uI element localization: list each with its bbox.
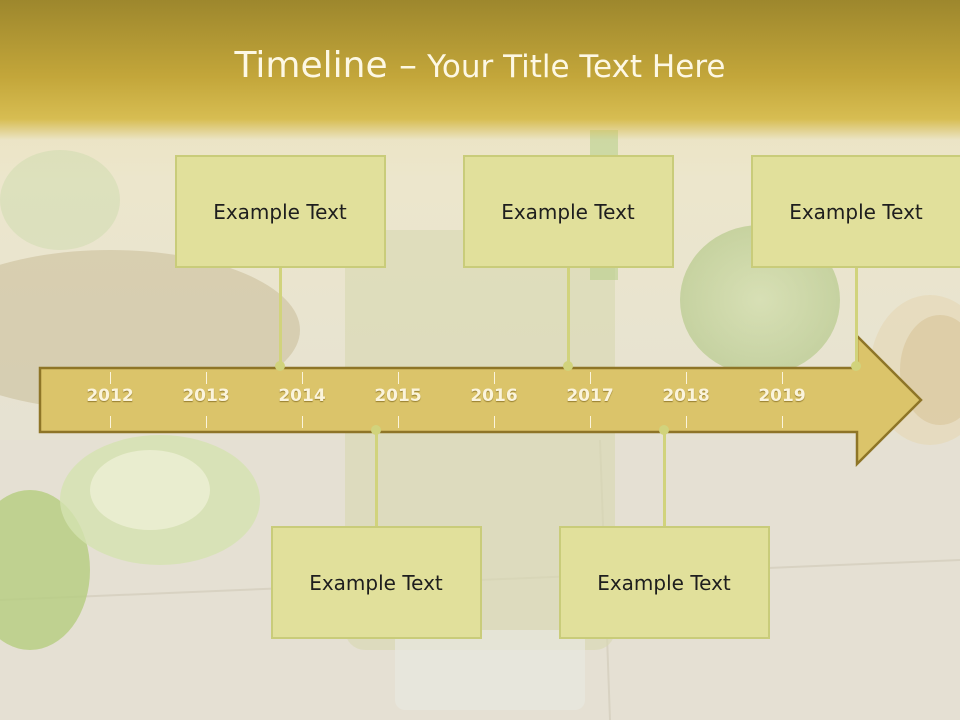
event-box-4[interactable]: Example Text xyxy=(558,526,770,639)
slide-title: Timeline – Your Title Text Here xyxy=(0,44,960,86)
title-main: Timeline – xyxy=(234,45,418,86)
year-tick-2019-bottom xyxy=(782,416,783,428)
year-tick-2015-top xyxy=(398,372,399,384)
year-tick-2016-bottom xyxy=(494,416,495,428)
event-box-5[interactable]: Example Text xyxy=(750,155,960,268)
year-tick-2012-top xyxy=(110,372,111,384)
year-label-2012: 2012 xyxy=(86,386,134,406)
year-tick-2018-bottom xyxy=(686,416,687,428)
year-tick-2013-top xyxy=(206,372,207,384)
year-tick-2012-bottom xyxy=(110,416,111,428)
event-connector-5 xyxy=(855,268,858,366)
event-dot-5 xyxy=(851,361,861,371)
year-label-2018: 2018 xyxy=(662,386,710,406)
year-tick-2014-bottom xyxy=(302,416,303,428)
year-label-2014: 2014 xyxy=(278,386,326,406)
event-box-2[interactable]: Example Text xyxy=(270,526,482,639)
event-connector-1 xyxy=(279,268,282,366)
year-tick-2014-top xyxy=(302,372,303,384)
year-tick-2019-top xyxy=(782,372,783,384)
event-connector-4 xyxy=(663,430,666,526)
year-tick-2013-bottom xyxy=(206,416,207,428)
event-box-3[interactable]: Example Text xyxy=(462,155,674,268)
event-dot-2 xyxy=(371,425,381,435)
event-dot-1 xyxy=(275,361,285,371)
event-box-1[interactable]: Example Text xyxy=(174,155,386,268)
event-dot-4 xyxy=(659,425,669,435)
year-tick-2016-top xyxy=(494,372,495,384)
year-tick-2015-bottom xyxy=(398,416,399,428)
event-connector-3 xyxy=(567,268,570,366)
year-label-2016: 2016 xyxy=(470,386,518,406)
year-label-2017: 2017 xyxy=(566,386,614,406)
year-tick-2017-bottom xyxy=(590,416,591,428)
event-connector-2 xyxy=(375,430,378,526)
year-tick-2017-top xyxy=(590,372,591,384)
year-label-2015: 2015 xyxy=(374,386,422,406)
title-rest: Your Title Text Here xyxy=(427,49,726,85)
year-label-2019: 2019 xyxy=(758,386,806,406)
year-label-2013: 2013 xyxy=(182,386,230,406)
year-tick-2018-top xyxy=(686,372,687,384)
event-dot-3 xyxy=(563,361,573,371)
header-band xyxy=(0,0,960,140)
